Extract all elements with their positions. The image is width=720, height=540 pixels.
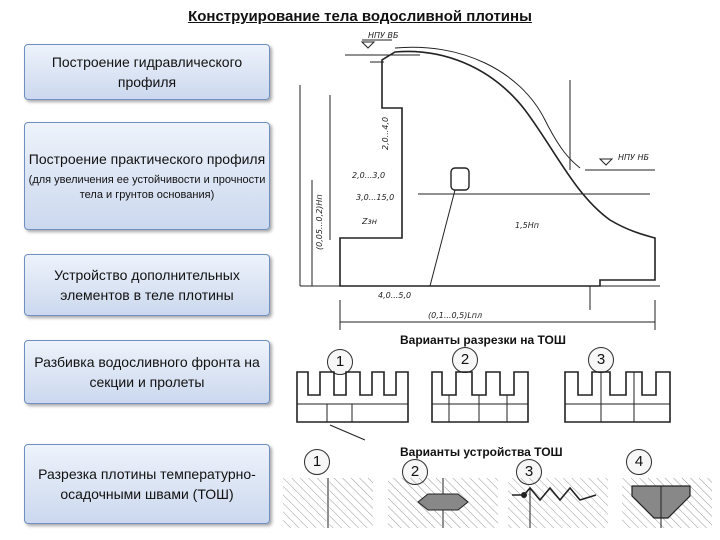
- joint-variant-4-badge: 4: [626, 449, 652, 475]
- dim-gallery-width: 2,0...3,0: [352, 171, 385, 180]
- drainage-line: [429, 189, 456, 287]
- upstream-level-label: НПУ ВБ: [368, 31, 399, 40]
- cut-variant-3-sketch: [564, 371, 671, 423]
- joint-variant-2-sketch: [388, 478, 498, 528]
- step-spillway-front-label: Разбивка водосливного фронта на секции и…: [34, 354, 260, 390]
- step-additional-elements: Устройство дополнительных элементов в те…: [24, 254, 270, 316]
- dim-gallery-offset: 3,0...15,0: [356, 193, 394, 202]
- cut-variant-1-sketch: [296, 371, 409, 423]
- upstream-level-marker: [360, 41, 376, 49]
- step-practical-profile-label: Построение практического профиля: [28, 151, 266, 167]
- step-hydraulic-profile: Построение гидравлического профиля: [24, 44, 270, 100]
- joint-variant-3-sketch: [508, 478, 608, 528]
- dim-base-width: (0,1...0,5)Lпл: [428, 311, 482, 320]
- page-title: Конструирование тела водосливной плотины: [188, 8, 532, 25]
- cut-variants-heading: Варианты разрезки на ТОШ: [400, 333, 566, 347]
- joint-variant-1-badge: 1: [304, 449, 330, 475]
- dim-crest-thickness: 2,0...4,0: [381, 117, 390, 150]
- step-joints-label: Разрезка плотины температурно-осадочными…: [38, 466, 256, 502]
- step-joints: Разрезка плотины температурно-осадочными…: [24, 444, 270, 524]
- cut-variant-1-badge: 1: [327, 349, 353, 375]
- step-spillway-front: Разбивка водосливного фронта на секции и…: [24, 340, 270, 404]
- step-practical-profile-note: (для увеличения ее устойчивости и прочно…: [28, 174, 266, 201]
- dim-foundation-depth: (0,05...0,2)Hп: [315, 194, 324, 250]
- joint-variant-1-sketch: [283, 478, 373, 528]
- downstream-level-label: НПУ НБ: [618, 153, 649, 162]
- step-practical-profile: Построение практического профиля (для ув…: [24, 122, 270, 230]
- joint-variant-4-sketch: [622, 478, 712, 528]
- cut-variant-2-sketch: [431, 371, 529, 423]
- dim-drain-label: 1,5Hп: [515, 221, 539, 230]
- dim-z-label: Zзн: [361, 217, 377, 226]
- step-additional-elements-label: Устройство дополнительных элементов в те…: [54, 267, 240, 303]
- inspection-gallery: [450, 167, 470, 191]
- dim-bottom-step: 4,0...5,0: [378, 291, 411, 300]
- joint-variants-heading: Варианты устройства ТОШ: [400, 445, 563, 459]
- overflow-nappe: [394, 46, 581, 169]
- step-hydraulic-profile-label: Построение гидравлического профиля: [51, 54, 243, 90]
